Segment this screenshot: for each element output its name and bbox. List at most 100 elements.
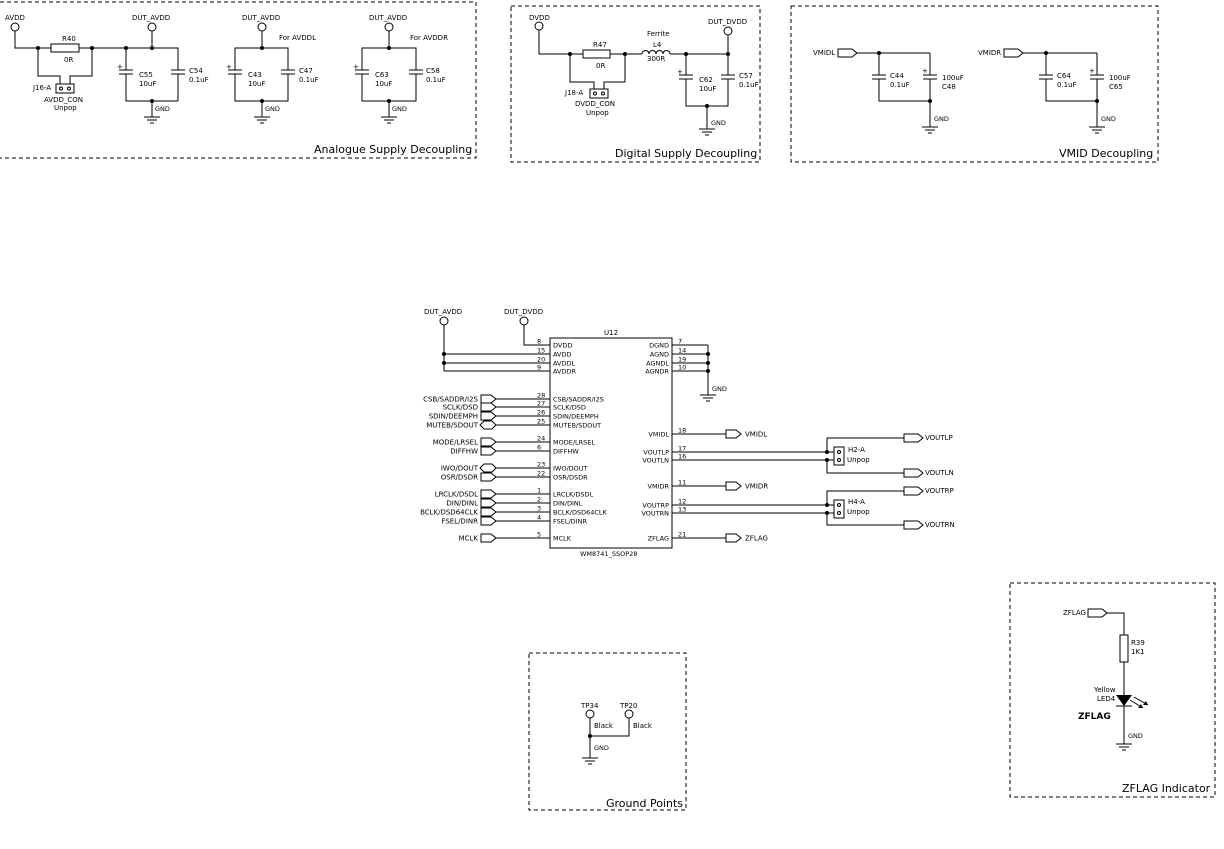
voutrp-port-icon bbox=[903, 486, 924, 496]
ic-pin-name: CSB/SADDR/I2S bbox=[553, 396, 604, 404]
dut-avdd-label-ic: DUT_AVDD bbox=[424, 308, 462, 316]
led-color: Yellow bbox=[1093, 686, 1116, 694]
dut-avdd-label-3: DUT_AVDD bbox=[369, 14, 407, 22]
vmidr-label: VMIDR bbox=[978, 49, 1001, 57]
zflag-net-label: ZFLAG bbox=[1063, 609, 1086, 617]
ic-pin-number: 26 bbox=[537, 409, 545, 417]
ic-pin-number: 16 bbox=[678, 453, 686, 461]
h4-header-icon bbox=[833, 499, 845, 519]
c47-ref: C47 bbox=[299, 67, 313, 75]
ic-pin-number: 1 bbox=[537, 487, 541, 495]
c57-ref: C57 bbox=[739, 72, 753, 80]
c65-ref: C65 bbox=[1109, 83, 1123, 91]
j18-jumper-icon bbox=[589, 88, 609, 99]
ic-pin-name: SCLK/DSD bbox=[553, 404, 586, 412]
dut-avdd-label-2: DUT_AVDD bbox=[242, 14, 280, 22]
net-label: FSEL/DINR bbox=[441, 518, 478, 526]
vmid-title: VMID Decoupling bbox=[1059, 147, 1153, 160]
digital-title: Digital Supply Decoupling bbox=[615, 147, 757, 160]
ic-pin-name: MODE/LRSEL bbox=[553, 439, 595, 447]
ic-pin-number: 18 bbox=[678, 427, 686, 435]
ic-pin-number: 11 bbox=[678, 479, 686, 487]
vmidl-port-icon bbox=[837, 48, 858, 58]
net-label: ZFLAG bbox=[745, 535, 768, 543]
h2-header-icon bbox=[833, 446, 845, 466]
c63-value: 10uF bbox=[375, 80, 392, 88]
input-port-icon bbox=[480, 472, 497, 482]
ic-pin-name: DIFFHW bbox=[553, 448, 579, 456]
r39-resistor-icon bbox=[1119, 634, 1129, 663]
ic-pin-number: 12 bbox=[678, 498, 686, 506]
ic-pin-name: OSR/DSDR bbox=[553, 474, 588, 482]
c54-ref: C54 bbox=[189, 67, 203, 75]
j16-pop: Unpop bbox=[54, 104, 77, 112]
gnd-label-a3: GND bbox=[392, 105, 407, 113]
net-label: MCLK bbox=[459, 535, 479, 543]
net-label: MODE/LRSEL bbox=[433, 439, 478, 447]
c43-value: 10uF bbox=[248, 80, 265, 88]
l4-value: 300R bbox=[647, 55, 665, 63]
tp34-testpoint-icon bbox=[585, 709, 595, 719]
ic-pin-number: 15 bbox=[537, 347, 545, 355]
zflag-section: ZFLAG Indicator ZFLAG R39 1K1 Yellow LED… bbox=[1009, 582, 1216, 798]
ic-pin-number: 25 bbox=[537, 418, 545, 426]
ic-pin-name: VMIDR bbox=[648, 483, 670, 491]
input-port-icon bbox=[480, 394, 497, 404]
j18-pop: Unpop bbox=[586, 109, 609, 117]
input-port-icon bbox=[480, 446, 497, 456]
svg-text:+: + bbox=[353, 63, 359, 71]
dvdd-port-icon bbox=[534, 21, 544, 31]
tp20-testpoint-icon bbox=[624, 709, 634, 719]
c47-value: 0.1uF bbox=[299, 76, 319, 84]
l4-ref: L4 bbox=[653, 41, 662, 49]
gnd-label-v2: GND bbox=[1101, 115, 1116, 123]
net-label: DIN/DINL bbox=[446, 500, 478, 508]
input-port-icon bbox=[480, 411, 497, 421]
dut-avdd-port-icon bbox=[147, 22, 157, 32]
c58-value: 0.1uF bbox=[426, 76, 446, 84]
ic-body bbox=[549, 337, 673, 549]
ic-pin-name: MCLK bbox=[553, 535, 572, 543]
dut-dvdd-port-icon-ic bbox=[519, 316, 529, 326]
led-ref: LED4 bbox=[1097, 695, 1116, 703]
ic-pin-number: 7 bbox=[678, 338, 682, 346]
ic-pin-name: AGNDL bbox=[646, 360, 669, 368]
net-label: SDIN/DEEMPH bbox=[429, 413, 478, 421]
ic-pin-number: 4 bbox=[537, 514, 541, 522]
ic-pin-number: 2 bbox=[537, 496, 541, 504]
dut-dvdd-port-icon bbox=[723, 26, 733, 36]
ic-pin-number: 13 bbox=[678, 506, 686, 514]
input-port-icon bbox=[480, 516, 497, 526]
r47-ref: R47 bbox=[593, 41, 607, 49]
zflag-port-icon bbox=[1087, 608, 1108, 618]
net-label: BCLK/DSD64CLK bbox=[420, 509, 478, 517]
for-avddl-note: For AVDDL bbox=[279, 34, 316, 42]
tp34-ref: TP34 bbox=[580, 702, 599, 710]
ic-ref: U12 bbox=[604, 329, 618, 337]
h2-ref: H2-A bbox=[848, 446, 865, 454]
dvdd-label: DVDD bbox=[529, 14, 550, 22]
ic-pin-name: VOUTRP bbox=[642, 502, 669, 510]
output-port-icon bbox=[725, 429, 742, 439]
r40-ref: R40 bbox=[62, 35, 76, 43]
c44-value: 0.1uF bbox=[890, 81, 910, 89]
output-port-icon bbox=[725, 481, 742, 491]
ic-pin-number: 17 bbox=[678, 445, 686, 453]
ic-pin-name: LRCLK/DSDL bbox=[553, 491, 594, 499]
zflag-title: ZFLAG Indicator bbox=[1122, 782, 1211, 795]
h4-pop: Unpop bbox=[847, 508, 870, 516]
ic-pin-name: SDIN/DEEMPH bbox=[553, 413, 599, 421]
dut-avdd-port-icon-3 bbox=[384, 22, 394, 32]
net-label: OSR/DSDR bbox=[441, 474, 478, 482]
c62-ref: C62 bbox=[699, 76, 713, 84]
tp20-ref: TP20 bbox=[619, 702, 637, 710]
voutrn-label: VOUTRN bbox=[925, 521, 955, 529]
analogue-section: Analogue Supply Decoupling AVDD R40 0R J… bbox=[0, 1, 477, 159]
output-port-icon bbox=[725, 533, 742, 543]
ic-pin-name: MUTEB/SDOUT bbox=[553, 422, 601, 430]
c62-value: 10uF bbox=[699, 85, 716, 93]
dut-dvdd-label-ic: DUT_DVDD bbox=[504, 308, 543, 316]
input-port-icon bbox=[480, 498, 497, 508]
ic-pin-number: 28 bbox=[537, 392, 545, 400]
vmidl-label: VMIDL bbox=[813, 49, 835, 57]
